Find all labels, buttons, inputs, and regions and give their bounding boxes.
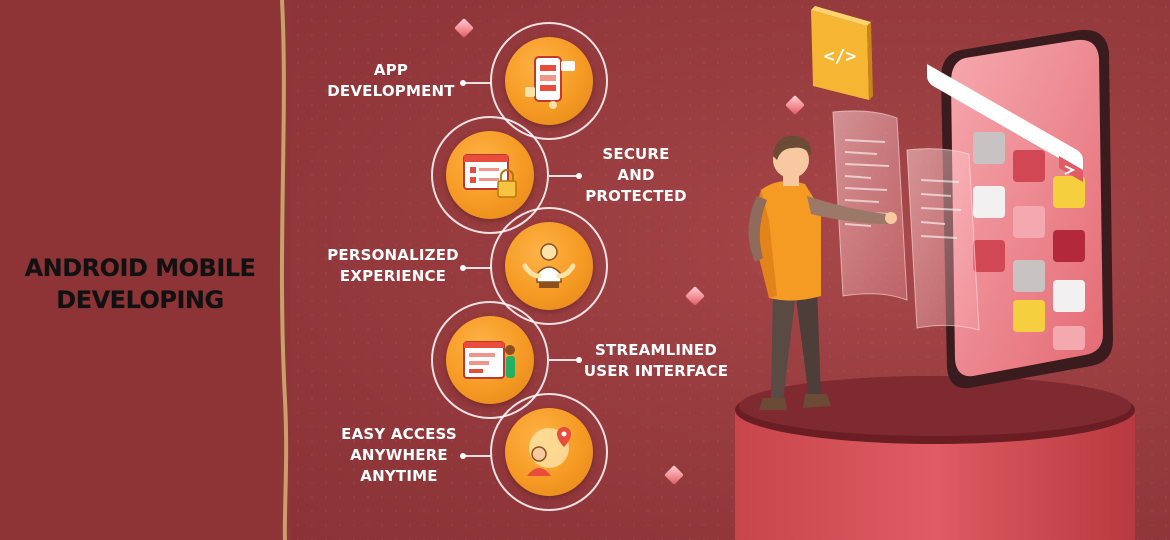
connector-line [549, 173, 582, 179]
phone-device [927, 29, 1113, 389]
gold-divider [279, 0, 289, 540]
page-title: ANDROID MOBILE DEVELOPING [0, 252, 280, 316]
feature-disc [505, 37, 593, 125]
feature-disc [505, 408, 593, 496]
feature-ring [490, 207, 608, 325]
feature-disc [446, 316, 534, 404]
feature-disc [446, 131, 534, 219]
title-panel: ANDROID MOBILE DEVELOPING [0, 0, 280, 540]
feature-label-personalized-experience: PERSONALIZED EXPERIENCE [327, 246, 459, 285]
pedestal [735, 376, 1135, 540]
connector-line [460, 80, 491, 86]
ui-screen-icon [463, 341, 515, 379]
code-tag-card: </> [811, 6, 873, 100]
feature-ring [431, 116, 549, 234]
feature-label-app-development: APP DEVELOPMENT [327, 61, 455, 100]
feature-label-streamlined-ui: STREAMLINED USER INTERFACE [583, 341, 729, 380]
developer-illustration: </> [735, 6, 1135, 540]
feature-label-secure-protected: SECURE AND PROTECTED [585, 145, 687, 205]
lock-shield-icon [463, 154, 517, 198]
page-title-line-1: ANDROID MOBILE [24, 254, 256, 282]
location-person-icon [527, 427, 571, 476]
developer-figure [748, 135, 897, 410]
feature-ring [490, 393, 608, 511]
connector-line [460, 265, 491, 271]
connector-line [460, 453, 491, 459]
feature-label-easy-access: EASY ACCESS ANYWHERE ANYTIME [341, 425, 457, 485]
svg-text:</>: </> [824, 46, 857, 67]
page-title-line-2: DEVELOPING [56, 286, 224, 314]
person-hands-icon [522, 243, 576, 288]
connector-line [549, 357, 582, 363]
glass-code-panel [832, 110, 980, 331]
phone-app-icon [525, 56, 575, 109]
infographic-panel: APP DEVELOPMENT [291, 0, 1170, 540]
feature-disc [505, 222, 593, 310]
feature-ring [431, 301, 549, 419]
feature-ring [490, 22, 608, 140]
